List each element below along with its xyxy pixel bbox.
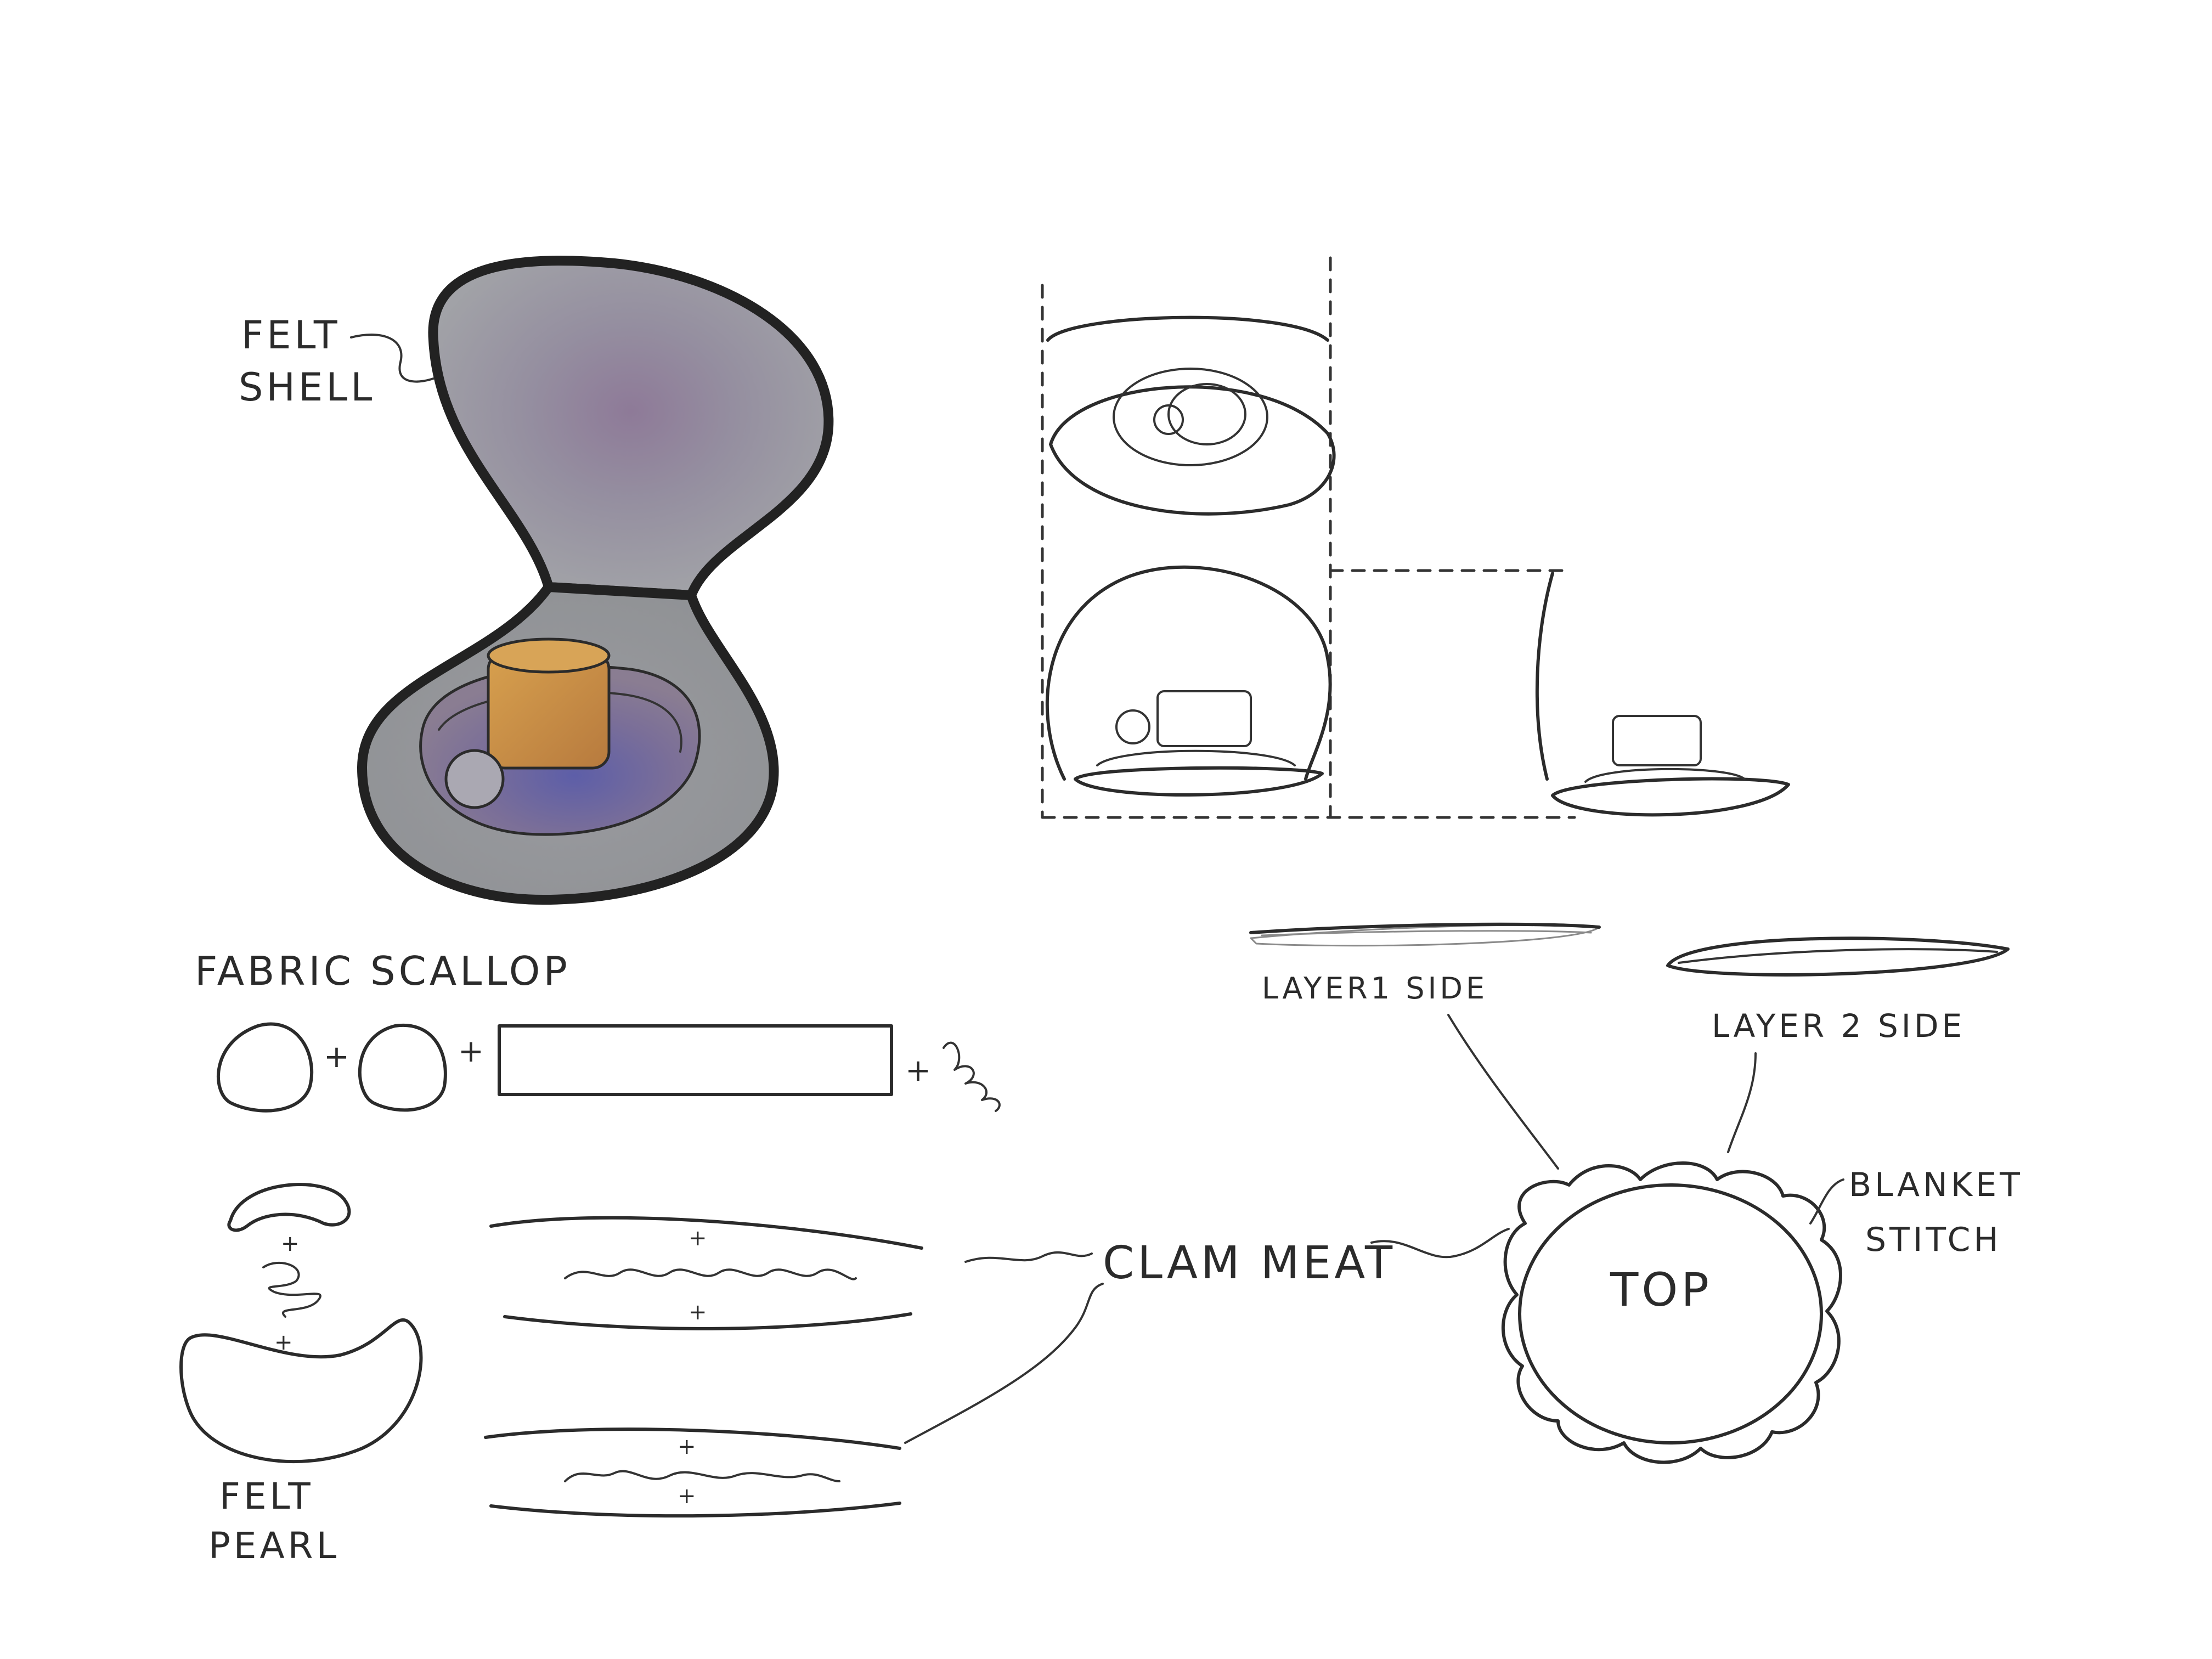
blanket-stitch-leader bbox=[1810, 1180, 1843, 1223]
layer2-side-label: LAYER 2 SIDE bbox=[1712, 1007, 1965, 1045]
fabric-scallop-label: FABRIC SCALLOP bbox=[195, 948, 571, 994]
open-shell-profile bbox=[1047, 567, 1330, 779]
meat-upper-stitch bbox=[565, 1269, 856, 1279]
shell-lid-profile bbox=[1048, 318, 1328, 340]
hinge-guide-line bbox=[1537, 573, 1553, 779]
pearl-colored bbox=[446, 751, 503, 808]
clam-meat-leader-upper bbox=[966, 1252, 1092, 1262]
side-view-schematic bbox=[1042, 258, 1788, 817]
plus-sign-1: + bbox=[324, 1039, 353, 1075]
side-pearl bbox=[1116, 710, 1149, 743]
scallop-circle-2 bbox=[360, 1025, 445, 1110]
layer2-side-shape bbox=[1668, 938, 2008, 975]
layer1-side-label: LAYER1 SIDE bbox=[1262, 971, 1488, 1006]
felt-pearl-parts: + + bbox=[181, 1184, 421, 1462]
shell-top-half bbox=[433, 261, 828, 595]
clam-illustration bbox=[362, 261, 828, 900]
plus-sign-9: + bbox=[678, 1483, 699, 1509]
felt-pearl-label-line2: PEARL bbox=[208, 1525, 340, 1567]
blanket-stitch-label-line1: BLANKET bbox=[1849, 1166, 2023, 1204]
top-view-scallop-ring bbox=[1169, 384, 1245, 444]
plus-sign-7: + bbox=[689, 1300, 710, 1325]
plus-sign-3: + bbox=[905, 1053, 934, 1088]
clam-meat-leader-lower bbox=[905, 1284, 1103, 1443]
scallop-stuffing-squiggle bbox=[944, 1043, 1000, 1111]
side-scallop bbox=[1158, 691, 1251, 746]
top-label: TOP bbox=[1610, 1263, 1712, 1317]
detached-base-plate bbox=[1553, 779, 1788, 815]
plus-sign-4: + bbox=[281, 1231, 303, 1256]
top-view-outer-oval bbox=[1051, 387, 1334, 514]
side-base-plate bbox=[1075, 768, 1322, 795]
pearl-top-piece bbox=[229, 1184, 349, 1230]
felt-pearl-label-line1: FELT bbox=[219, 1475, 314, 1517]
clam-meat-pieces: + + + + bbox=[486, 1218, 922, 1516]
plus-sign-2: + bbox=[458, 1034, 487, 1069]
felt-shell-label-line2: SHELL bbox=[239, 365, 375, 410]
layer2-side-mid bbox=[1679, 949, 1997, 963]
scallop-side-strip bbox=[499, 1026, 891, 1094]
clam-meat-label: CLAM MEAT bbox=[1103, 1237, 1396, 1289]
layer1-leader bbox=[1448, 1015, 1558, 1169]
plus-sign-8: + bbox=[678, 1434, 699, 1459]
layer2-leader bbox=[1728, 1053, 1756, 1152]
side-meat-layer bbox=[1097, 751, 1295, 765]
layer-diagrams bbox=[1251, 924, 2008, 975]
meat-lower-stitch bbox=[565, 1471, 839, 1481]
scallop-colored-top bbox=[488, 639, 609, 672]
felt-shell-label-line1: FELT bbox=[241, 313, 341, 358]
blanket-stitch-label-line2: STITCH bbox=[1865, 1221, 2002, 1259]
scallop-circle-1 bbox=[218, 1024, 312, 1111]
pearl-bottom-piece bbox=[181, 1320, 421, 1462]
detached-scallop bbox=[1613, 716, 1701, 765]
plus-sign-6: + bbox=[689, 1226, 710, 1251]
fabric-scallop-parts: + + + bbox=[218, 1024, 1000, 1111]
pearl-stuffing-squiggle bbox=[263, 1263, 320, 1317]
